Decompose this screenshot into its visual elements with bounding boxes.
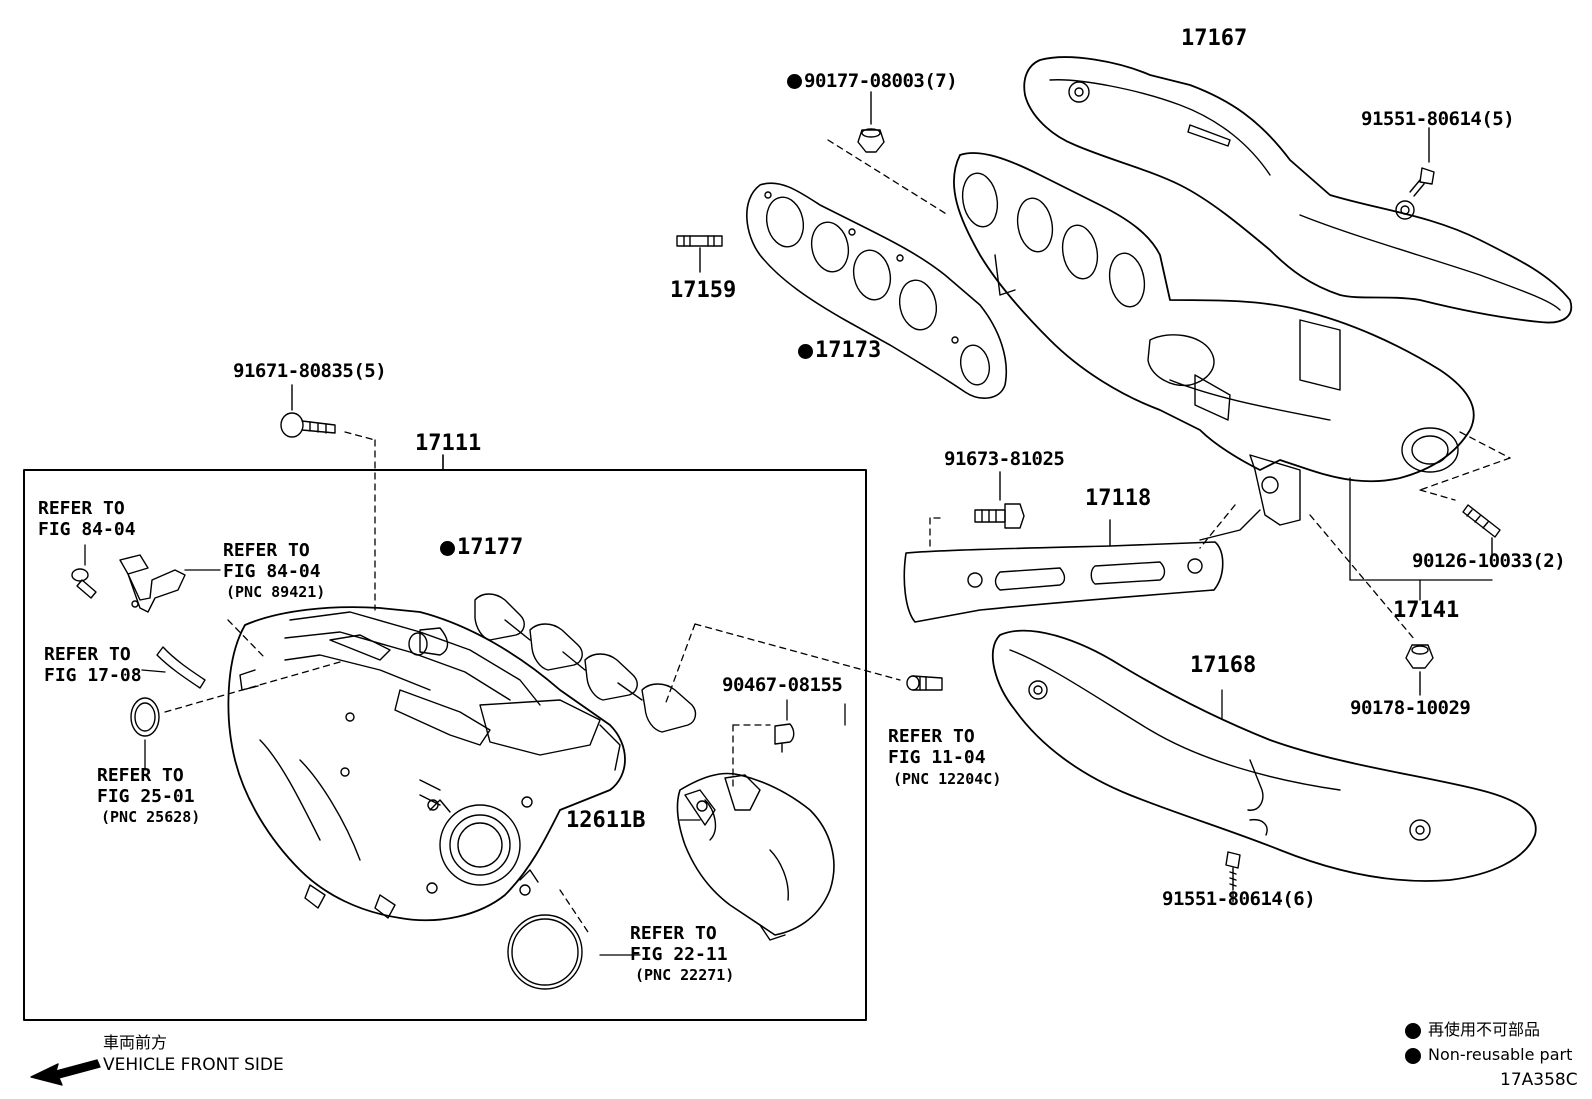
refer-fig-25-01: REFER TO FIG 25-01: [97, 765, 195, 807]
label-90177: 90177-08003(7): [787, 72, 958, 91]
nut-90177: [857, 91, 885, 153]
label-90126: 90126-10033(2): [1412, 550, 1566, 572]
clamp-25-01: [130, 697, 160, 737]
solid-leaders: [84, 477, 1493, 956]
heat-insulator-17167: [1023, 56, 1573, 324]
direction-en: VEHICLE FRONT SIDE: [103, 1055, 284, 1075]
o-ring-22-11: [507, 914, 583, 990]
refer-fig-84-04-a: REFER TO FIG 84-04: [38, 498, 136, 540]
refer-pnc-22271: (PNC 22271): [635, 966, 735, 984]
refer-pnc-12204C: (PNC 12204C): [893, 770, 1002, 788]
label-91673: 91673-81025: [944, 448, 1065, 470]
label-17177: 17177: [440, 537, 523, 559]
refer-fig-17-08: REFER TO FIG 17-08: [44, 644, 142, 686]
stay-17118: [903, 519, 1224, 623]
refer-fig-11-04: REFER TO FIG 11-04: [888, 726, 986, 768]
refer-pnc-89421: (PNC 89421): [226, 583, 326, 601]
gasket-17177: [474, 593, 697, 733]
label-90467: 90467-08155: [722, 674, 843, 696]
stud-17159: [676, 235, 723, 273]
intake-manifold-17111: [227, 606, 626, 922]
heat-insulator-17168: [991, 629, 1537, 882]
label-17111: 17111: [415, 431, 482, 456]
label-17159: 17159: [670, 278, 737, 303]
diagram-code: 17A358C: [1500, 1070, 1578, 1090]
label-17141: 17141: [1393, 598, 1460, 623]
bolt-91673: [974, 471, 1025, 529]
non-reusable-dot-icon: [787, 74, 802, 89]
refer-fig-22-11: REFER TO FIG 22-11: [630, 923, 728, 965]
legend-bullet-1: [1405, 1023, 1421, 1039]
front-arrow-icon: [30, 1059, 101, 1086]
legend-bullet-2: [1405, 1048, 1421, 1064]
refer-pnc-25628: (PNC 25628): [101, 808, 201, 826]
stud-90126: [1462, 504, 1501, 556]
group-box-17111: [23, 469, 867, 1021]
refer-fig-84-04-b: REFER TO FIG 84-04: [223, 540, 321, 582]
non-reusable-dot-icon: [798, 344, 813, 359]
dashed-leaders: [164, 139, 1511, 936]
label-91551-top: 91551-80614(5): [1361, 108, 1515, 130]
bolt-91551-top: [1409, 127, 1435, 197]
gasket-17173: [746, 182, 1008, 399]
sensor-89421: [119, 554, 186, 613]
label-17168: 17168: [1190, 653, 1257, 678]
legend-jp: 再使用不可部品: [1428, 1020, 1541, 1039]
label-91671: 91671-80835(5): [233, 360, 387, 382]
direction-jp: 車両前方: [103, 1033, 168, 1052]
bolt-sensor: [71, 568, 97, 599]
label-90178: 90178-10029: [1350, 697, 1471, 719]
label-12611B: 12611B: [566, 808, 646, 833]
hose-17-08: [156, 646, 206, 689]
clip-90467: [774, 723, 795, 753]
label-91551-bottom: 91551-80614(6): [1162, 888, 1316, 910]
bolt-91671: [280, 384, 336, 438]
label-17173: 17173: [798, 340, 881, 362]
bolt-91551-bottom: [1225, 851, 1241, 903]
exhaust-manifold-17141: [953, 152, 1475, 541]
non-reusable-dot-icon: [440, 541, 455, 556]
insulator-12611B: [676, 772, 835, 941]
label-17118: 17118: [1085, 486, 1152, 511]
nut-90178: [1405, 644, 1434, 696]
label-17167: 17167: [1181, 26, 1248, 51]
legend-en: Non-reusable part: [1428, 1045, 1573, 1064]
pin-11-04: [906, 675, 943, 691]
